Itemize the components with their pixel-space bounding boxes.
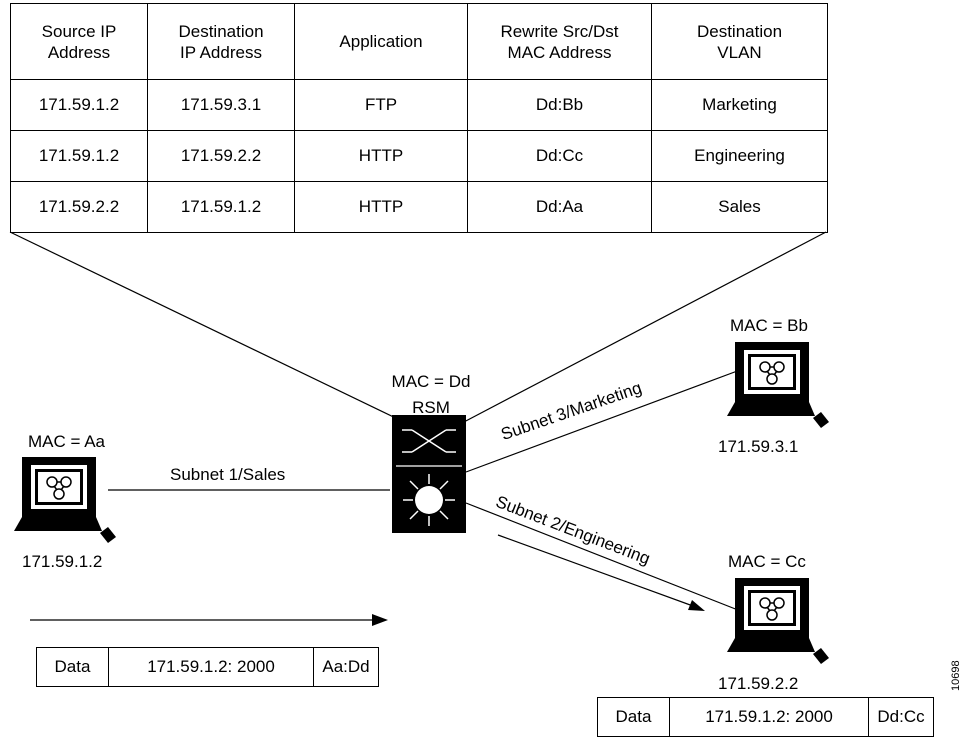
link-marketing <box>465 369 741 473</box>
table-cell: HTTP <box>294 130 468 182</box>
link-label-sales: Subnet 1/Sales <box>170 465 286 484</box>
host-engineering-ip: 171.59.2.2 <box>718 674 799 693</box>
host-sales-mac: MAC = Aa <box>28 432 106 451</box>
table-cell: Dd:Bb <box>467 79 652 131</box>
flow-arrow-engineering <box>497 534 694 607</box>
table-row: 171.59.1.2 171.59.2.2 HTTP Dd:Cc Enginee… <box>10 130 828 182</box>
packet-mac-cell: Dd:Cc <box>868 697 934 737</box>
computer-icon-engineering <box>726 577 830 665</box>
table-row: 171.59.1.2 171.59.3.1 FTP Dd:Bb Marketin… <box>10 79 828 131</box>
table-cell: Sales <box>651 181 828 233</box>
packet-egress: Data 171.59.1.2: 2000 Dd:Cc <box>597 697 934 737</box>
column-header: Source IP Address <box>10 3 148 80</box>
arrowhead-engineering <box>688 600 705 611</box>
host-marketing-mac: MAC = Bb <box>730 316 808 335</box>
zoom-line-right <box>461 231 827 424</box>
router-name-label: RSM <box>412 398 450 417</box>
packet-address-cell: 171.59.1.2: 2000 <box>108 647 314 687</box>
table-cell: 171.59.1.2 <box>10 79 148 131</box>
computer-icon-marketing <box>726 341 830 429</box>
table-cell: 171.59.1.2 <box>147 181 295 233</box>
router-icon <box>392 415 466 533</box>
column-header: Destination VLAN <box>651 3 828 80</box>
computer-icon-sales <box>13 456 117 544</box>
arrowhead-ingress <box>372 614 388 626</box>
host-engineering-mac: MAC = Cc <box>728 552 806 571</box>
figure-id: 10698 <box>950 660 961 691</box>
packet-address-cell: 171.59.1.2: 2000 <box>669 697 869 737</box>
table-header-row: Source IP Address Destination IP Address… <box>10 3 828 80</box>
table-cell: HTTP <box>294 181 468 233</box>
packet-mac-cell: Aa:Dd <box>313 647 379 687</box>
table-cell: 171.59.1.2 <box>10 130 148 182</box>
host-sales-ip: 171.59.1.2 <box>22 552 103 571</box>
zoom-line-left <box>9 231 407 424</box>
packet-data-cell: Data <box>36 647 109 687</box>
packet-data-cell: Data <box>597 697 670 737</box>
table-cell: 171.59.2.2 <box>10 181 148 233</box>
table-cell: 171.59.2.2 <box>147 130 295 182</box>
host-marketing-ip: 171.59.3.1 <box>718 437 799 456</box>
table-cell: Dd:Aa <box>467 181 652 233</box>
column-header: Rewrite Src/Dst MAC Address <box>467 3 652 80</box>
column-header: Application <box>294 3 468 80</box>
table-cell: 171.59.3.1 <box>147 79 295 131</box>
router-mac-label: MAC = Dd <box>391 372 471 391</box>
table-cell: Dd:Cc <box>467 130 652 182</box>
table-row: 171.59.2.2 171.59.1.2 HTTP Dd:Aa Sales <box>10 181 828 233</box>
flow-table: Source IP Address Destination IP Address… <box>10 3 828 233</box>
link-engineering <box>465 502 739 611</box>
packet-ingress: Data 171.59.1.2: 2000 Aa:Dd <box>36 647 379 687</box>
